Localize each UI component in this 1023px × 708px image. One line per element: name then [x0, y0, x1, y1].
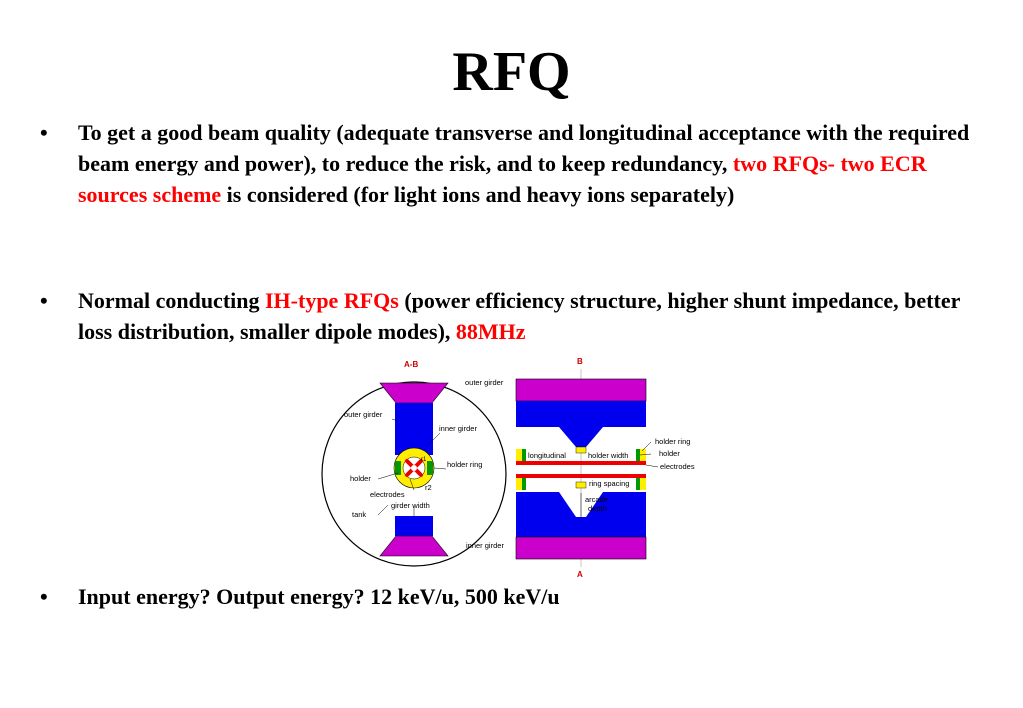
- bullet-text-part: To get a good beam quality (adequate tra…: [78, 120, 970, 176]
- longitudinal-section: B outer girder holder ring holder longit…: [465, 357, 695, 579]
- ring-top-right-yellow: [640, 449, 646, 461]
- label-holder-left: holder: [350, 474, 371, 483]
- girder-bottom-blue: [395, 516, 433, 536]
- label-section-ab: A-B: [404, 360, 418, 369]
- electrode-bottom: [516, 474, 646, 478]
- slide-title: RFQ: [452, 41, 571, 103]
- electrode-top: [516, 461, 646, 465]
- highlight-rfq-scheme: two RFQs- two ECR sources scheme: [78, 151, 927, 207]
- rfq-structure-diagram: A-B outer girder inner girder holder rin…: [321, 357, 695, 579]
- bullet-beam-quality: • To get a good beam quality (adequate t…: [40, 117, 970, 210]
- holder-right: [427, 461, 433, 475]
- inner-girder-right: [515, 536, 647, 560]
- ring-top-left-green: [522, 449, 526, 461]
- inner-girder-bottom: [379, 535, 449, 557]
- label-electrodes-left: electrodes: [370, 490, 405, 499]
- leader-lines-right: [580, 441, 659, 517]
- arcade-top: [516, 401, 646, 447]
- holder-bottom-yellow: [575, 481, 587, 489]
- label-depth: depth: [588, 504, 607, 513]
- bullet-text: To get a good beam quality (adequate tra…: [78, 117, 970, 210]
- leader-lines-left: [377, 418, 447, 516]
- cross-section-ab: A-B outer girder inner girder holder rin…: [321, 360, 507, 567]
- ring-top-left-yellow: [516, 449, 522, 461]
- label-inner-girder-left: inner girder: [439, 424, 477, 433]
- label-r1: r1: [421, 457, 427, 463]
- holder-left: [395, 461, 401, 475]
- bullet-dot: •: [40, 288, 48, 313]
- ring-bottom-left-green: [522, 478, 526, 490]
- bullet-text: Input energy? Output energy? 12 keV/u, 5…: [78, 584, 560, 609]
- label-arcade: arcade: [585, 495, 608, 504]
- ring-bottom-right-green: [636, 478, 640, 490]
- outer-girder-right: [515, 378, 647, 402]
- highlight-ih-rfqs: IH-type RFQs: [265, 288, 399, 313]
- bullet-text-part: (power efficiency structure, higher shun…: [78, 288, 960, 344]
- bullet-dot: •: [40, 120, 48, 145]
- girder-top-blue: [395, 403, 433, 455]
- label-outer-girder-left: outer girder: [344, 410, 383, 419]
- label-holder-width: holder width: [588, 451, 628, 460]
- label-girder-width: girder width: [391, 501, 430, 510]
- holder-top-yellow: [575, 446, 587, 454]
- arcade-bottom: [516, 492, 646, 537]
- label-holder-ring-right: holder ring: [655, 437, 690, 446]
- label-holder-right: holder: [659, 449, 680, 458]
- label-outer-girder-right: outer girder: [465, 378, 504, 387]
- bullet-text-part: is considered (for light ions and heavy …: [221, 182, 735, 207]
- label-longitudinal: longitudinal: [528, 451, 566, 460]
- label-section-a: A: [577, 570, 583, 579]
- label-ring-spacing: ring spacing: [589, 479, 629, 488]
- label-r2: r2: [425, 483, 432, 492]
- electrodes-cross: [405, 459, 423, 477]
- ring-bottom-left-yellow: [516, 478, 522, 490]
- ring-top-right-green: [636, 449, 640, 461]
- label-section-b: B: [577, 357, 583, 366]
- label-tank: tank: [352, 510, 366, 519]
- label-electrodes-right: electrodes: [660, 462, 695, 471]
- bullet-text-part: Normal conducting: [78, 288, 265, 313]
- bullet-energy: • Input energy? Output energy? 12 keV/u,…: [40, 581, 970, 612]
- label-holder-ring-left: holder ring: [447, 460, 482, 469]
- highlight-frequency: 88MHz: [455, 319, 526, 344]
- ring-bottom-right-yellow: [640, 478, 646, 490]
- bullet-text: Normal conducting IH-type RFQs (power ef…: [78, 285, 970, 347]
- bullet-dot: •: [40, 584, 48, 609]
- bullet-ih-type: • Normal conducting IH-type RFQs (power …: [40, 285, 970, 347]
- label-inner-girder-right: inner girder: [466, 541, 504, 550]
